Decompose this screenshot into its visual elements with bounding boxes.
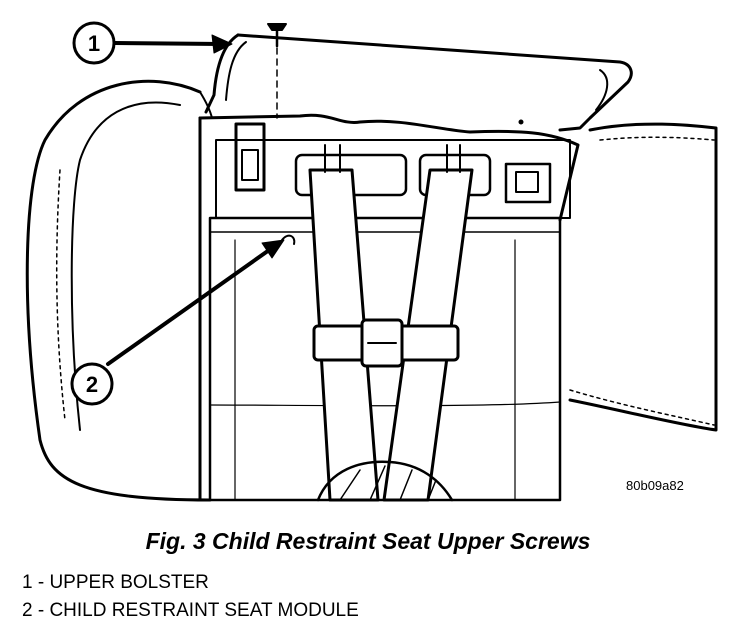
callout-1-leader	[113, 41, 224, 46]
left-cushion-inner	[70, 101, 181, 431]
seat-illustration: 1 2	[25, 21, 718, 502]
callout-2-arrowhead	[261, 239, 285, 259]
left-cushion	[25, 79, 212, 502]
legend-item-upper-bolster: 1 - UPPER BOLSTER	[22, 572, 209, 593]
seat-cushion-stitching	[339, 465, 437, 501]
figure-reference-code: 80b09a82	[626, 478, 684, 493]
callout-2: 2	[70, 362, 114, 406]
module-screw-mark	[281, 234, 296, 245]
harness-adjuster-slot	[504, 162, 552, 204]
upper-bolster-right	[595, 69, 609, 111]
left-cushion-stitch	[55, 169, 66, 421]
harness-adjuster-button	[515, 171, 539, 193]
module-top-frame	[198, 113, 580, 222]
seat-cushion-dome	[316, 460, 454, 502]
strap-hanger-right	[446, 144, 461, 173]
bolster-screw-hole	[518, 119, 524, 125]
upper-bolster	[236, 33, 633, 132]
legend-item-child-restraint-seat-module: 2 - CHILD RESTRAINT SEAT MODULE	[22, 600, 359, 621]
callout-1-arrowhead	[211, 34, 233, 54]
upper-bolster-edge	[204, 33, 240, 114]
module-lower-line	[209, 401, 561, 407]
screw-head	[267, 23, 287, 31]
upper-bolster-inner	[225, 41, 247, 101]
tether-latch	[234, 122, 266, 192]
callout-1-number: 1	[88, 31, 100, 56]
figure-caption: Fig. 3 Child Restraint Seat Upper Screws	[145, 528, 591, 554]
strap-hanger-left	[324, 144, 341, 173]
callout-2-leader	[106, 246, 274, 366]
tether-latch-inner	[241, 149, 259, 181]
figure-legend: 1 - UPPER BOLSTER 2 - CHILD RESTRAINT SE…	[22, 569, 359, 625]
right-cushion-stitch	[599, 136, 715, 141]
right-cushion	[568, 122, 718, 432]
right-cushion-lower-stitch	[569, 389, 715, 426]
left-headrest-seam	[199, 91, 213, 119]
callout-1: 1	[72, 21, 116, 65]
callout-2-number: 2	[86, 372, 98, 397]
